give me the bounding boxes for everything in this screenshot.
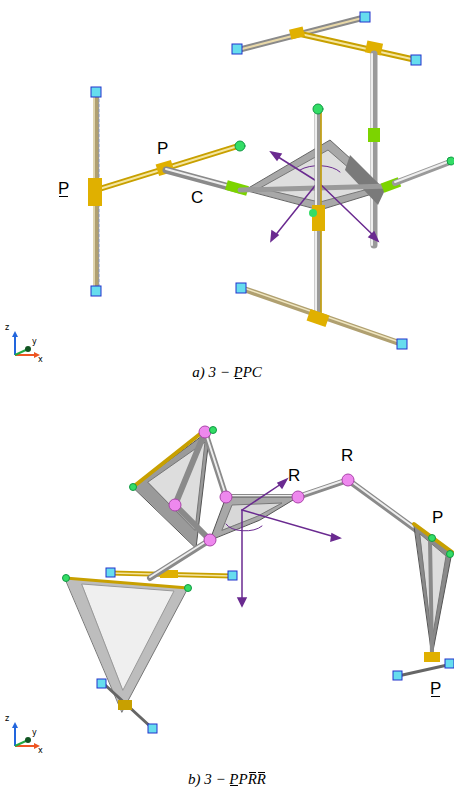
overline-mark (249, 772, 256, 773)
sub-caption: b) 3 − PPRR (188, 772, 266, 787)
axis-label: y (32, 729, 37, 737)
joint-label: C (191, 189, 203, 206)
underline-mark (235, 378, 242, 379)
underline-mark (230, 785, 237, 786)
axis-label: x (38, 747, 43, 755)
axis-label: z (5, 324, 9, 332)
joint-label: R (288, 467, 300, 484)
axis-label: z (5, 715, 9, 723)
joint-label: P (157, 140, 168, 157)
joint-label: R (341, 447, 353, 464)
underline-mark (59, 196, 68, 197)
actuated-joint-label: P (58, 180, 69, 197)
overline-mark (258, 772, 265, 773)
sub-caption: a) 3 − PPC (192, 365, 262, 380)
underline-mark (431, 696, 440, 697)
axis-label: x (38, 356, 43, 364)
axis-label: y (32, 338, 37, 346)
actuated-joint-label: P (430, 680, 441, 697)
joint-label: P (432, 509, 443, 526)
